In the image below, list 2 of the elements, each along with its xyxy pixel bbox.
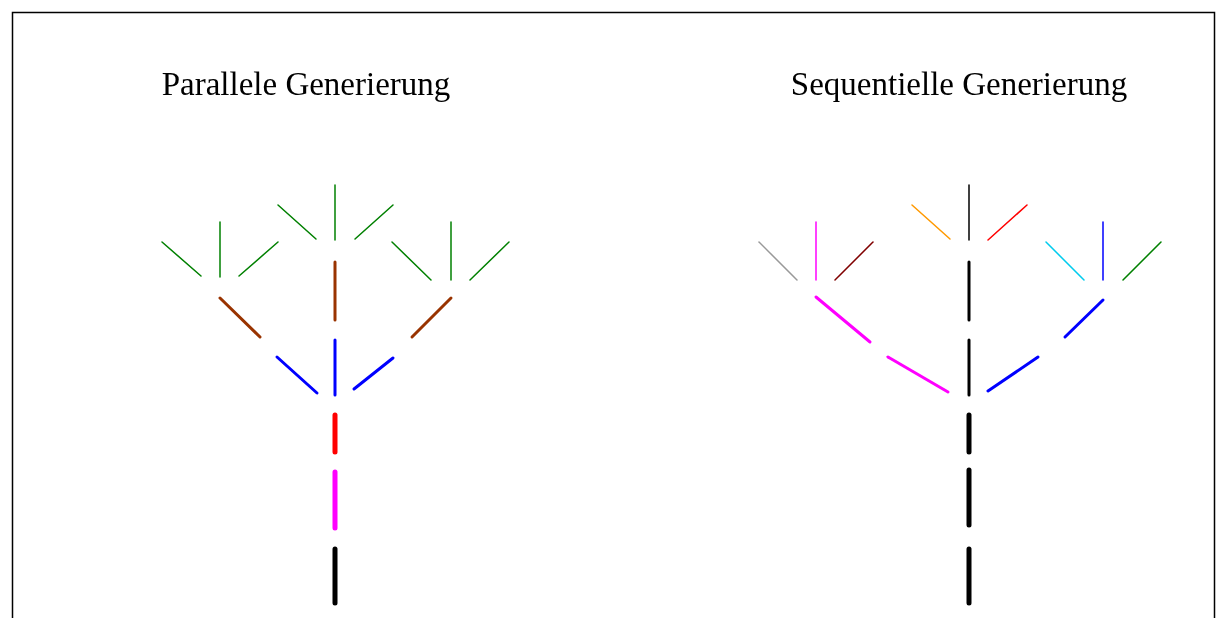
- panel-heading: Sequentielle Generierung: [790, 66, 1128, 103]
- panel-heading: Parallele Generierung: [161, 66, 451, 103]
